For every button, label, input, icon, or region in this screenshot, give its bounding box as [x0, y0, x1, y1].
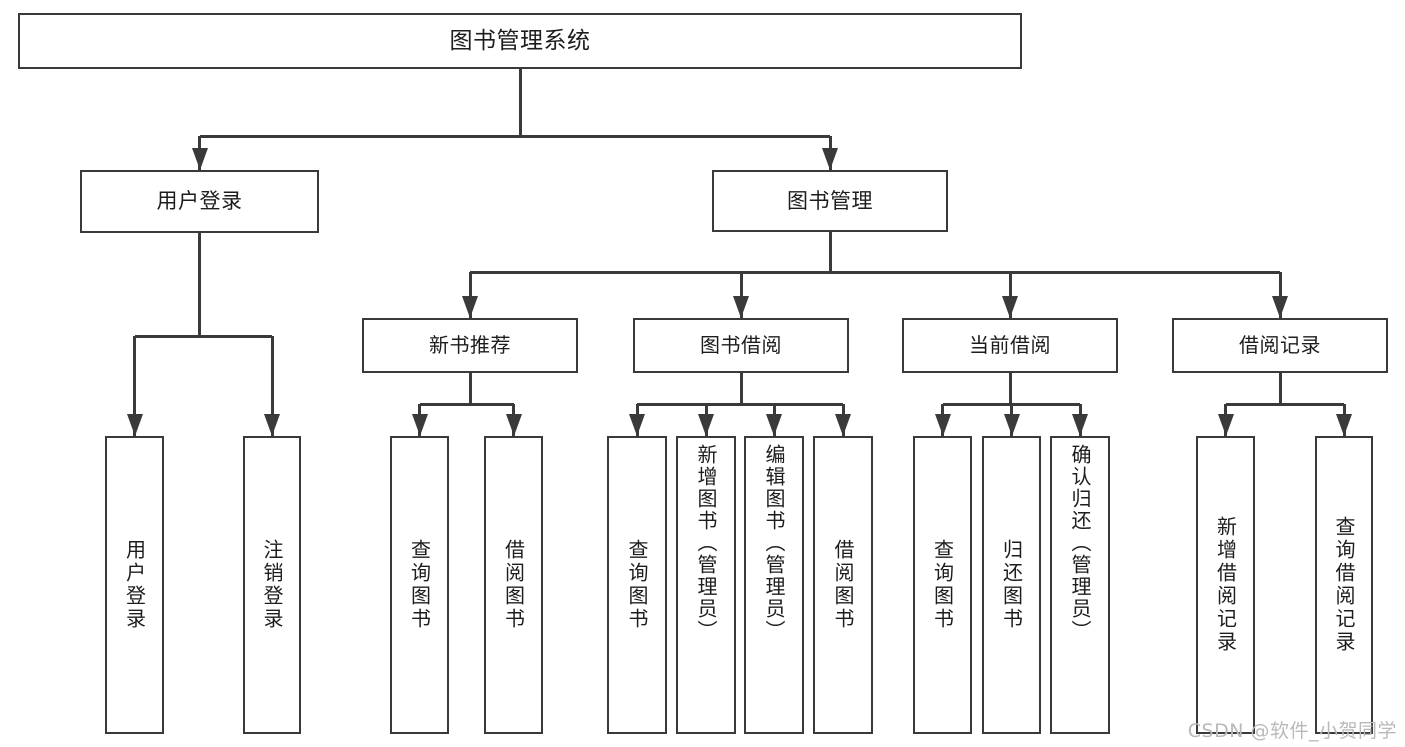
arrowhead-icon	[462, 296, 478, 318]
node-leaf-查询图书-4[interactable]: 查询图书	[607, 436, 667, 734]
connector-to-当前借阅	[1008, 272, 1012, 318]
node-label: 查询图书	[625, 539, 649, 631]
arrowhead-icon	[733, 296, 749, 318]
node-root-图书管理系统[interactable]: 图书管理系统	[18, 13, 1022, 69]
node-label: 编辑图书（管理员）	[762, 444, 786, 642]
node-label: 查询图书	[407, 539, 432, 631]
connector-当前借阅-stem	[1008, 373, 1012, 404]
node-label: 新增借阅记录	[1213, 516, 1238, 654]
connector-借阅记录-bus	[1225, 402, 1344, 406]
connector-user-login-bus	[134, 334, 272, 338]
node-label: 新增图书（管理员）	[694, 444, 718, 642]
connector-图书借阅-stem	[739, 373, 743, 404]
arrowhead-icon	[1072, 414, 1088, 436]
node-label: 借阅记录	[1239, 333, 1321, 357]
arrowhead-icon	[1002, 296, 1018, 318]
node-leaf-新增借阅记录-11[interactable]: 新增借阅记录	[1196, 436, 1255, 734]
arrowhead-icon	[1003, 414, 1020, 436]
connector-root-stem	[518, 69, 522, 136]
connector-user-login-stem	[198, 233, 201, 336]
node-label: 归还图书	[999, 539, 1024, 631]
connector-to-图书借阅	[739, 272, 743, 318]
connector-to-leaf	[133, 336, 136, 436]
node-leaf-归还图书-9[interactable]: 归还图书	[982, 436, 1041, 734]
node-label: 借阅图书	[501, 539, 526, 631]
arrowhead-icon	[629, 414, 645, 436]
connector-root-bus	[199, 134, 830, 138]
connector-book-mgmt-stem	[828, 232, 832, 272]
node-label: 借阅图书	[831, 539, 855, 631]
arrowhead-icon	[264, 414, 280, 436]
node-label: 用户登录	[122, 539, 147, 631]
arrowhead-icon	[126, 414, 143, 436]
arrowhead-icon	[822, 148, 838, 170]
node-l2-借阅记录[interactable]: 借阅记录	[1172, 318, 1388, 373]
node-label: 查询图书	[930, 539, 955, 631]
node-leaf-借阅图书-3[interactable]: 借阅图书	[484, 436, 543, 734]
node-label: 新书推荐	[429, 333, 511, 357]
node-label: 确认归还（管理员）	[1068, 444, 1092, 642]
connector-level2-bus	[470, 270, 1280, 274]
node-l2-新书推荐[interactable]: 新书推荐	[362, 318, 578, 373]
node-l1-用户登录[interactable]: 用户登录	[80, 170, 319, 233]
arrowhead-icon	[934, 414, 951, 436]
node-label: 图书借阅	[700, 333, 782, 357]
connector-to-leaf	[270, 336, 274, 436]
node-leaf-新增图书管理员-5[interactable]: 新增图书（管理员）	[676, 436, 736, 734]
arrowhead-icon	[766, 414, 782, 436]
node-leaf-查询借阅记录-12[interactable]: 查询借阅记录	[1315, 436, 1373, 734]
arrowhead-icon	[698, 414, 714, 436]
node-leaf-用户登录-0[interactable]: 用户登录	[105, 436, 164, 734]
node-leaf-查询图书-8[interactable]: 查询图书	[913, 436, 972, 734]
arrowhead-icon	[1336, 414, 1352, 436]
node-leaf-注销登录-1[interactable]: 注销登录	[243, 436, 301, 734]
node-leaf-借阅图书-7[interactable]: 借阅图书	[813, 436, 873, 734]
arrowhead-icon	[835, 414, 851, 436]
node-leaf-编辑图书管理员-6[interactable]: 编辑图书（管理员）	[744, 436, 804, 734]
connector-to-新书推荐	[468, 272, 472, 318]
node-label: 图书管理	[787, 188, 873, 213]
connector-图书借阅-bus	[637, 402, 843, 406]
connector-新书推荐-stem	[468, 373, 472, 404]
arrowhead-icon	[191, 148, 208, 170]
node-label: 用户登录	[156, 189, 243, 214]
arrowhead-icon	[1272, 296, 1288, 318]
node-label: 注销登录	[260, 539, 284, 631]
connector-借阅记录-stem	[1278, 373, 1282, 404]
connector-to-借阅记录	[1278, 272, 1282, 318]
node-leaf-查询图书-2[interactable]: 查询图书	[390, 436, 449, 734]
arrowhead-icon	[1217, 414, 1234, 436]
arrowhead-icon	[411, 414, 428, 436]
node-label: 当前借阅	[969, 333, 1051, 357]
node-label: 查询借阅记录	[1332, 516, 1356, 654]
node-l2-当前借阅[interactable]: 当前借阅	[902, 318, 1118, 373]
node-label: 图书管理系统	[449, 27, 591, 54]
connector-新书推荐-bus	[419, 402, 514, 406]
arrowhead-icon	[505, 414, 522, 436]
node-l2-图书借阅[interactable]: 图书借阅	[633, 318, 849, 373]
node-leaf-确认归还管理员-10[interactable]: 确认归还（管理员）	[1050, 436, 1110, 734]
node-l1-图书管理[interactable]: 图书管理	[712, 170, 948, 232]
